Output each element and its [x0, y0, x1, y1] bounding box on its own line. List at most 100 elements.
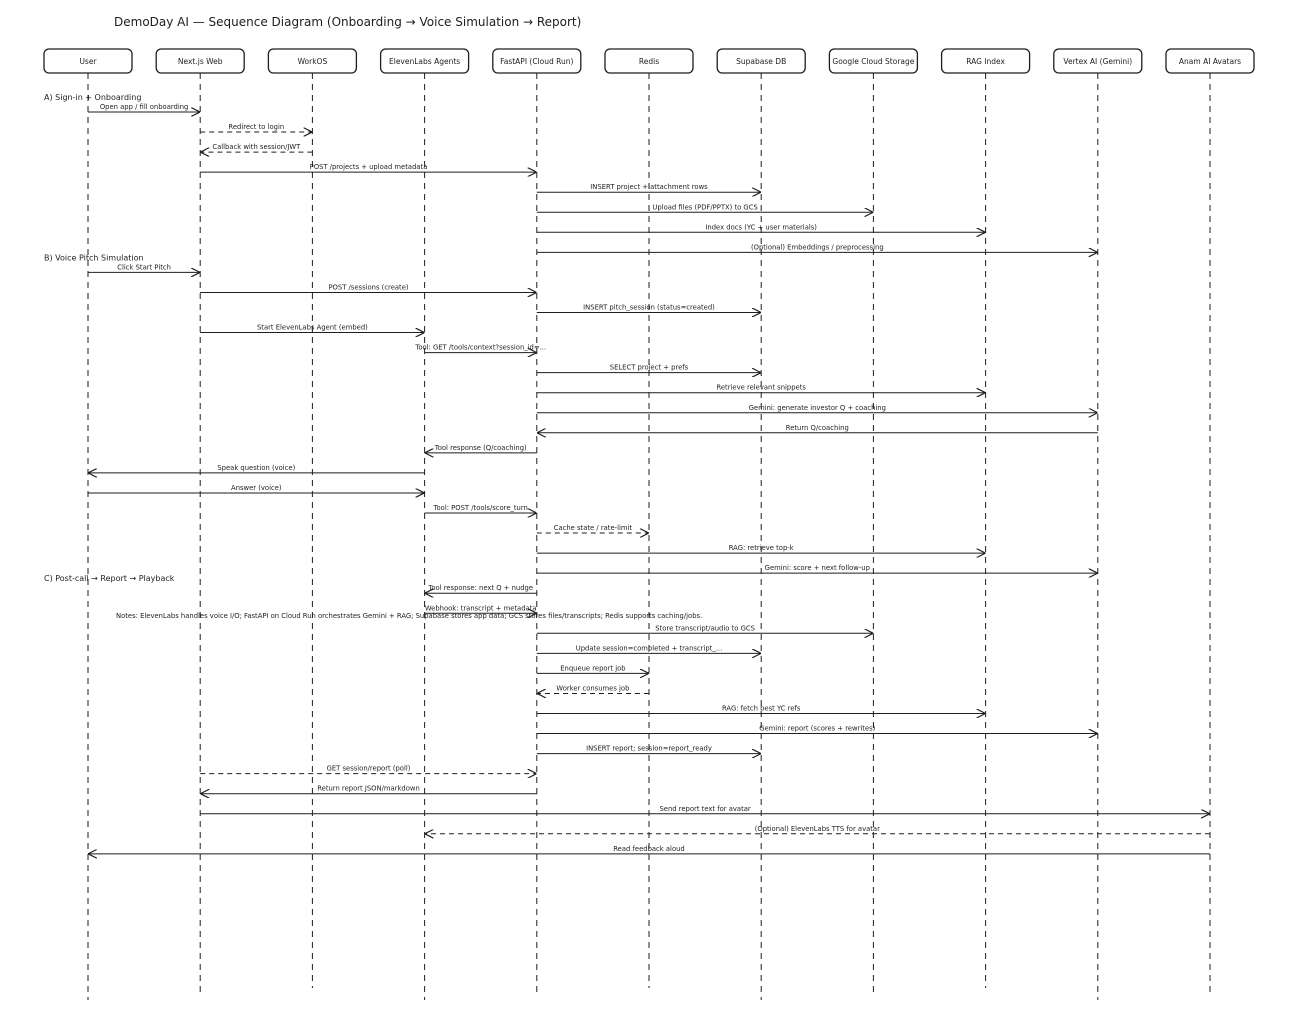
message: Answer (voice)	[88, 484, 424, 493]
actor-box	[1165, 48, 1255, 74]
message: Send report text for avatar	[200, 805, 1209, 814]
message-label: Tool: GET /tools/context?session_id=...	[414, 344, 546, 352]
message-label: Index docs (YC + user materials)	[705, 223, 817, 231]
message: Cache state / rate-limit	[536, 524, 648, 533]
message-label: (Optional) ElevenLabs TTS for avatar	[755, 825, 880, 833]
message: Start ElevenLabs Agent (embed)	[200, 324, 423, 333]
actor-label: FastAPI (Cloud Run)	[500, 57, 573, 66]
message-label: SELECT project + prefs	[610, 364, 689, 372]
message-label: INSERT report; session=report_ready	[586, 745, 712, 753]
message: Return Q/coaching	[538, 424, 1098, 433]
message-label: POST /projects + upload metadata	[310, 163, 428, 171]
actor-box	[155, 48, 245, 74]
actor-label: User	[79, 57, 97, 66]
message-label: Return Q/coaching	[786, 424, 849, 432]
message: RAG: retrieve top-k	[536, 544, 985, 553]
message: Retrieve relevant snippets	[536, 384, 985, 393]
actor-label: Supabase DB	[736, 57, 786, 66]
actor-box	[828, 48, 919, 74]
actor-box	[1053, 48, 1143, 74]
message-label: Tool response (Q/coaching)	[434, 444, 527, 452]
message-label: Retrieve relevant snippets	[716, 384, 806, 392]
actor-box	[379, 48, 470, 74]
message-label: Read feedback aloud	[613, 845, 684, 853]
message-label: Upload files (PDF/PPTX) to GCS	[652, 203, 757, 211]
message-label: Redirect to login	[228, 123, 284, 131]
actor-label: ElevenLabs Agents	[389, 57, 460, 66]
message-label: Cache state / rate-limit	[554, 524, 633, 532]
message: Enqueue report job	[536, 664, 648, 673]
message: Webhook: transcript + metadata	[424, 604, 537, 613]
actor-google-cloud-storage: Google Cloud Storage	[828, 48, 919, 74]
message: INSERT project + attachment rows	[536, 183, 760, 192]
message-label: INSERT project + attachment rows	[590, 183, 708, 191]
message-label: INSERT pitch_session (status=created)	[583, 304, 715, 312]
actor-elevenlabs-agents: ElevenLabs Agents	[379, 48, 470, 74]
actor-label: Vertex AI (Gemini)	[1063, 57, 1132, 66]
actor-box	[43, 48, 133, 74]
message-label: Open app / fill onboarding	[100, 103, 189, 111]
diagram-note: Notes: ElevenLabs handles voice I/O; Fas…	[116, 612, 702, 620]
actor-redis: Redis	[604, 48, 694, 74]
message: Update session=completed + transcript_..…	[536, 644, 760, 653]
message-label: RAG: retrieve top-k	[729, 544, 794, 552]
message: Redirect to login	[200, 123, 311, 132]
message: Click Start Pitch	[88, 263, 199, 272]
message: Store transcript/audio to GCS	[536, 624, 873, 633]
actor-workos: WorkOS	[267, 48, 358, 74]
actor-rag-index: RAG Index	[940, 48, 1031, 74]
message: RAG: fetch best YC refs	[536, 705, 985, 714]
message: (Optional) Embeddings / preprocessing	[536, 243, 1097, 252]
message-label: Webhook: transcript + metadata	[425, 604, 537, 612]
message-label: GET session/report (poll)	[327, 765, 411, 773]
actor-supabase-db: Supabase DB	[716, 48, 806, 74]
diagram-title: DemoDay AI — Sequence Diagram (Onboardin…	[114, 15, 581, 29]
actor-fastapi-cloud-run: FastAPI (Cloud Run)	[492, 48, 582, 74]
message: Tool: GET /tools/context?session_id=...	[414, 344, 546, 353]
message: Read feedback aloud	[89, 845, 1210, 854]
actor-label: Google Cloud Storage	[832, 57, 914, 66]
message: INSERT pitch_session (status=created)	[536, 304, 760, 313]
message-label: Store transcript/audio to GCS	[655, 624, 755, 632]
message: Open app / fill onboarding	[88, 103, 199, 112]
message-label: Tool: POST /tools/score_turn	[433, 504, 528, 512]
message: Gemini: report (scores + rewrites)	[536, 725, 1097, 734]
actor-label: Redis	[639, 57, 659, 66]
message: POST /projects + upload metadata	[200, 163, 536, 172]
actor-next-js-web: Next.js Web	[155, 48, 245, 74]
message: INSERT report; session=report_ready	[536, 745, 760, 754]
actor-box	[604, 48, 694, 74]
actor-vertex-ai-gemini: Vertex AI (Gemini)	[1053, 48, 1143, 74]
message: Return report JSON/markdown	[201, 785, 537, 794]
message-label: POST /sessions (create)	[328, 283, 408, 291]
message-label: Enqueue report job	[560, 664, 625, 672]
section-label: B) Voice Pitch Simulation	[44, 253, 144, 262]
message: Index docs (YC + user materials)	[536, 223, 985, 232]
message: Tool response (Q/coaching)	[426, 444, 537, 453]
message-label: Update session=completed + transcript_..…	[576, 644, 722, 652]
message-label: Return report JSON/markdown	[317, 785, 420, 793]
message-label: Send report text for avatar	[659, 805, 750, 813]
message: SELECT project + prefs	[536, 364, 760, 373]
message-label: Tool response: next Q + nudge	[427, 584, 533, 592]
message-label: Callback with session/JWT	[212, 143, 301, 151]
message-label: (Optional) Embeddings / preprocessing	[751, 243, 884, 251]
message: GET session/report (poll)	[200, 765, 536, 774]
message: Worker consumes job	[538, 684, 649, 693]
lifelines	[87, 73, 1211, 1000]
message-label: Gemini: score + next follow-up	[765, 564, 870, 572]
actor-anam-ai-avatars: Anam AI Avatars	[1165, 48, 1255, 74]
actors: User Next.js Web WorkOS ElevenLabs Agents Fa…	[43, 48, 1255, 74]
message: Tool: POST /tools/score_turn	[424, 504, 536, 513]
message: (Optional) ElevenLabs TTS for avatar	[426, 825, 1210, 834]
message: Upload files (PDF/PPTX) to GCS	[536, 203, 873, 212]
message: POST /sessions (create)	[200, 283, 536, 292]
message-label: Start ElevenLabs Agent (embed)	[257, 324, 368, 332]
actor-label: Next.js Web	[178, 57, 223, 66]
message-label: RAG: fetch best YC refs	[722, 705, 801, 713]
section-label: C) Post-call → Report → Playback	[44, 574, 175, 583]
message-label: Worker consumes job	[556, 684, 629, 692]
